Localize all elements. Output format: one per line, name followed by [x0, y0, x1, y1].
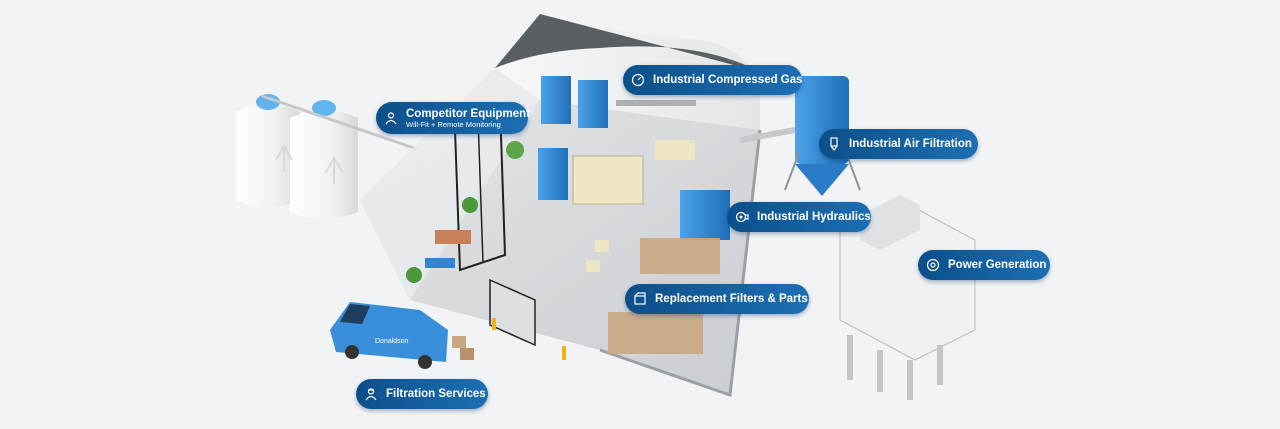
hotspot-subtitle: Will-Fit + Remote Monitoring — [406, 119, 501, 129]
pump-icon — [735, 209, 749, 225]
hotspot-filtration-services[interactable]: Filtration Services — [356, 379, 488, 409]
hotspot-competitor-equipment[interactable]: Competitor Equipment Will-Fit + Remote M… — [376, 102, 530, 134]
hotspot-power-generation[interactable]: Power Generation — [918, 250, 1050, 280]
hotspot-title: Replacement Filters & Parts — [655, 293, 808, 305]
box-icon — [633, 291, 647, 307]
hotspot-industrial-hydraulics[interactable]: Industrial Hydraulics — [727, 202, 871, 232]
hotspot-title: Industrial Hydraulics — [757, 211, 871, 223]
gauge-icon — [631, 72, 645, 88]
hotspot-title: Power Generation — [948, 259, 1047, 271]
hotspot-replacement-filters-parts[interactable]: Replacement Filters & Parts — [625, 284, 809, 314]
dust-collector-icon — [827, 136, 841, 152]
service-van: Donaldson — [330, 302, 474, 369]
hotspot-title: Industrial Compressed Gas — [653, 74, 803, 86]
hotspot-title: Filtration Services — [386, 388, 486, 400]
hotspot-industrial-air-filtration[interactable]: Industrial Air Filtration — [819, 129, 978, 159]
interior-equipment — [406, 76, 730, 354]
power-generator — [839, 195, 976, 400]
hotspot-industrial-compressed-gas[interactable]: Industrial Compressed Gas — [623, 65, 803, 95]
hotspot-title: Competitor Equipment — [406, 107, 530, 120]
van-logo: Donaldson — [375, 338, 409, 345]
technician-icon — [364, 386, 378, 402]
hotspot-title: Industrial Air Filtration — [849, 138, 972, 150]
engineer-icon — [384, 110, 398, 126]
turbine-icon — [926, 257, 940, 273]
grain-silos — [236, 94, 421, 219]
